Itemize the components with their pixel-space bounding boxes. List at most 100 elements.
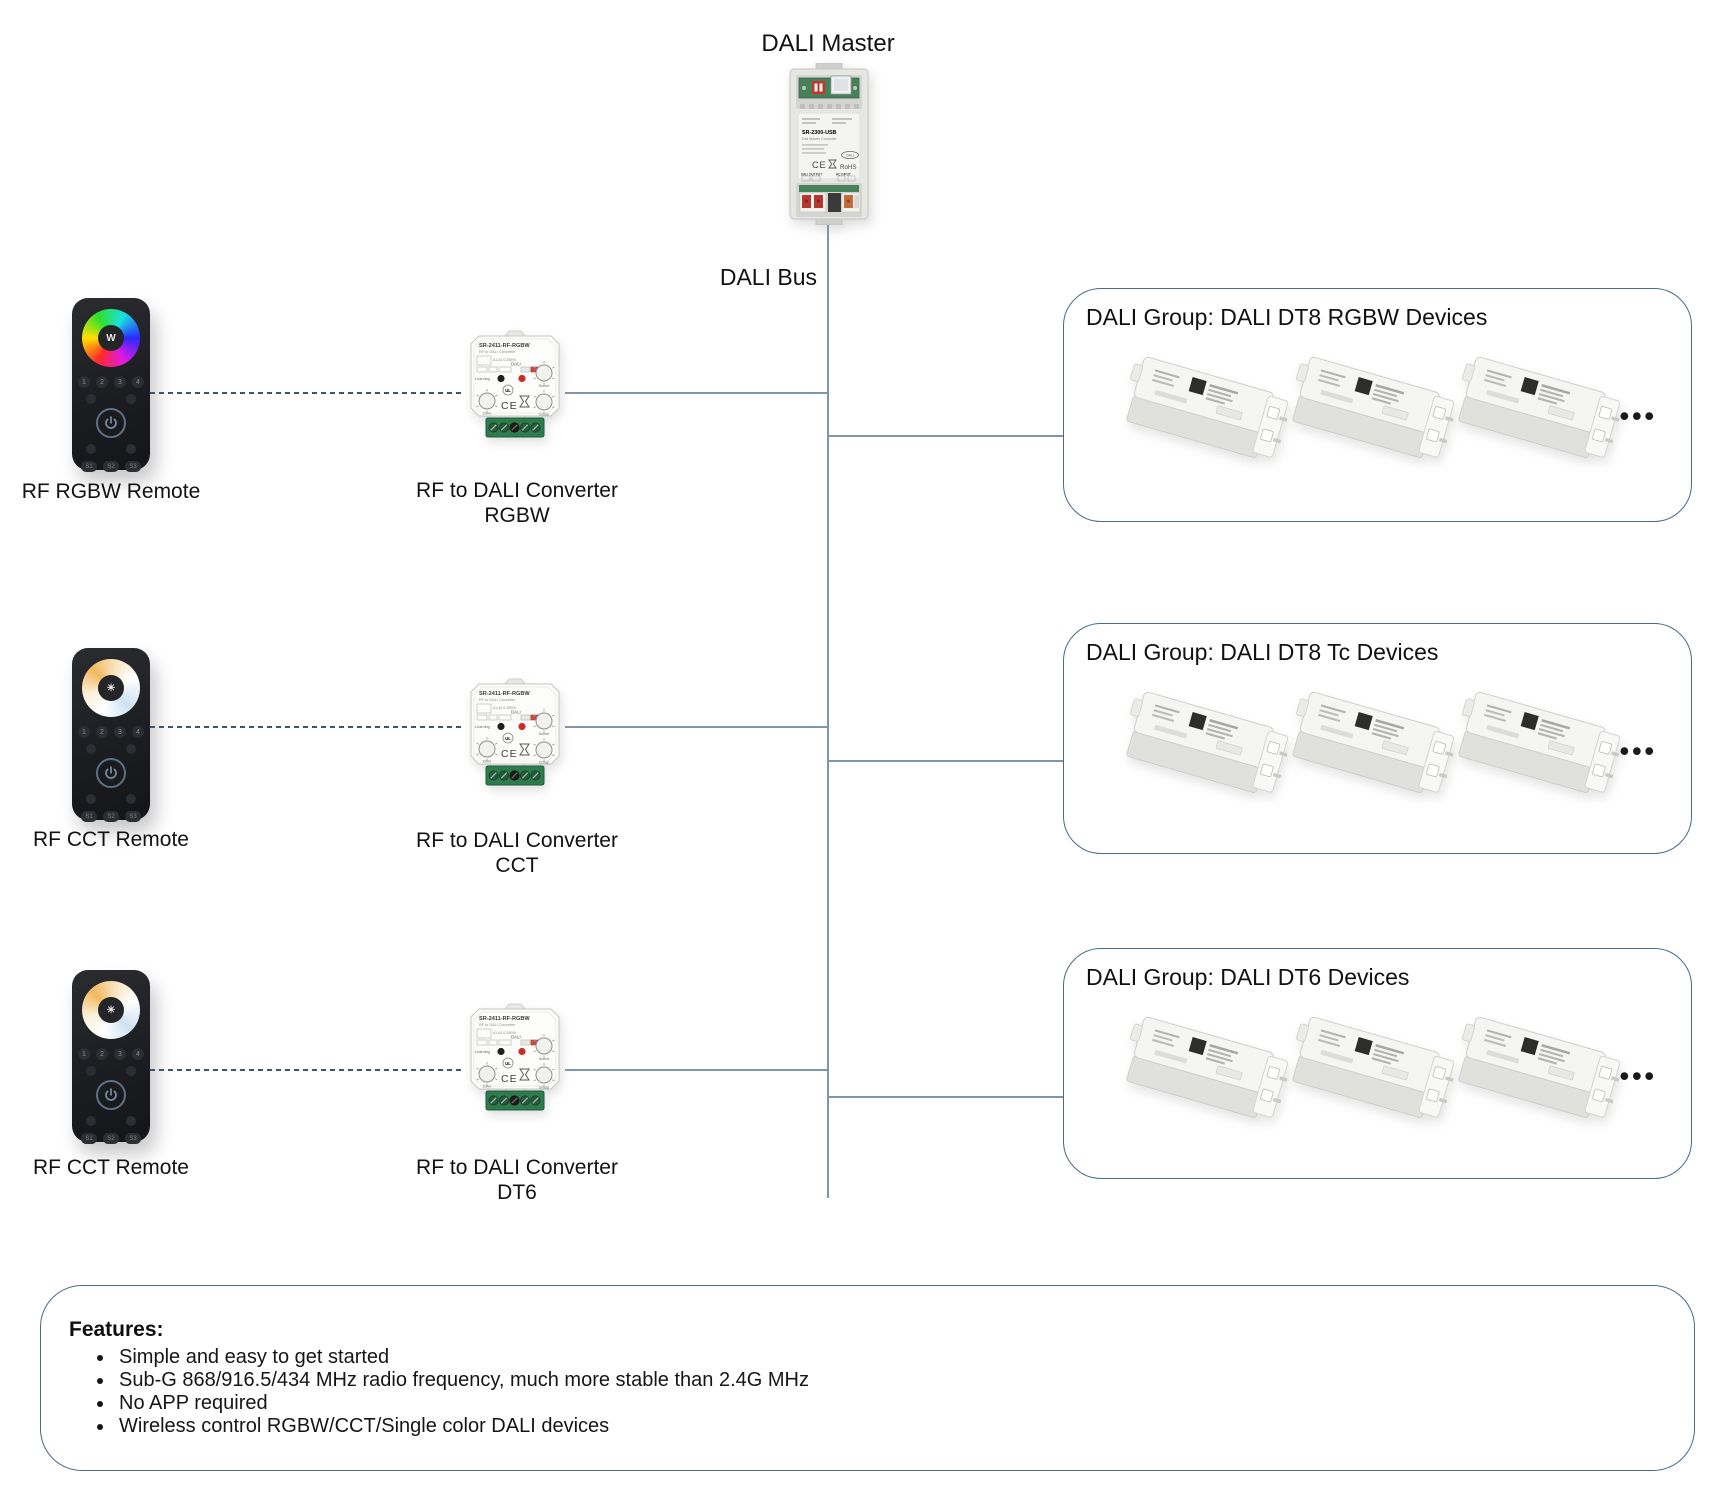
feature-item: Sub-G 868/916.5/434 MHz radio frequency,… xyxy=(115,1369,1694,1392)
branch-bus-group2 xyxy=(829,760,1063,762)
rf-dali-converter-rgbw xyxy=(465,330,565,442)
zone-button-2: 2 xyxy=(96,1048,108,1060)
converter-caption-line1: RF to DALI Converter xyxy=(416,479,618,502)
connector-converter1-bus xyxy=(565,392,827,394)
dali-driver-device xyxy=(1122,349,1288,481)
rf-cct-remote-2: ☀ 1 2 3 4 S1 S2 S3 xyxy=(72,970,150,1144)
group-title-dt8-rgbw: DALI Group: DALI DT8 RGBW Devices xyxy=(1086,304,1488,330)
dali-master-device: SR-2300-USB Dali Master Controller DALI … xyxy=(789,63,869,225)
more-devices-ellipsis: ••• xyxy=(1619,736,1657,766)
converter-cct-caption: RF to DALI Converter CCT xyxy=(367,828,667,878)
cool-button xyxy=(126,794,136,804)
scene-button-s2: S2 xyxy=(103,461,119,472)
dali-master-label: DALI Master xyxy=(761,30,895,57)
feature-item: Wireless control RGBW/CCT/Single color D… xyxy=(115,1415,1694,1438)
branch-bus-group1 xyxy=(829,435,1063,437)
dali-driver-device xyxy=(1454,1009,1620,1141)
white-button xyxy=(126,444,136,454)
master-dali-logo: DALI xyxy=(846,154,854,158)
rf-cct-remote-1-label: RF CCT Remote xyxy=(33,828,189,851)
group-title-dt6: DALI Group: DALI DT6 Devices xyxy=(1086,964,1410,990)
rf-dali-converter-dt6 xyxy=(465,1003,565,1115)
zone-button-4: 4 xyxy=(132,1048,144,1060)
scene-button-s3: S3 xyxy=(125,811,141,822)
zone-button-1: 1 xyxy=(78,726,90,738)
feature-item: No APP required xyxy=(115,1392,1694,1415)
zone-button-1: 1 xyxy=(78,376,90,388)
power-icon xyxy=(105,416,117,429)
power-button xyxy=(96,758,126,788)
scene-button-s3: S3 xyxy=(125,1133,141,1144)
device-row xyxy=(1122,684,1620,816)
zone-button-4: 4 xyxy=(132,376,144,388)
connector-converter2-bus xyxy=(565,726,827,728)
dali-bus-label: DALI Bus xyxy=(719,264,817,290)
dali-driver-device xyxy=(1454,684,1620,816)
dim-down-button xyxy=(86,1066,96,1076)
power-button xyxy=(96,408,126,438)
rf-cct-remote-1: ☀ 1 2 3 4 S1 S2 S3 xyxy=(72,648,150,822)
device-row xyxy=(1122,1009,1620,1141)
scene-button-s2: S2 xyxy=(103,1133,119,1144)
power-button xyxy=(96,1080,126,1110)
zone-button-4: 4 xyxy=(132,726,144,738)
feature-item: Simple and easy to get started xyxy=(115,1346,1694,1369)
rf-rgbw-remote-label: RF RGBW Remote xyxy=(21,480,201,503)
converter-caption-line1: RF to DALI Converter xyxy=(416,829,618,852)
dali-driver-device xyxy=(1454,349,1620,481)
converter-caption-line2: DT6 xyxy=(497,1181,537,1204)
master-ce-mark: CE xyxy=(812,160,826,171)
rf-rgbw-remote: W 1 2 3 4 S1 S2 S3 xyxy=(72,298,150,472)
cct-wheel: ☀ xyxy=(82,659,140,717)
scene-button-s2: S2 xyxy=(103,811,119,822)
master-model-text: SR-2300-USB xyxy=(802,130,837,136)
master-output-label: DALI OUTPUT xyxy=(801,173,822,177)
dim-up-button xyxy=(126,394,136,404)
dali-group-dt8-tc: DALI Group: DALI DT8 Tc Devices ••• xyxy=(1063,623,1692,854)
features-box: Features: Simple and easy to get started… xyxy=(40,1285,1695,1471)
wheel-center-button: ☀ xyxy=(98,675,124,701)
power-icon xyxy=(105,766,117,779)
connector-converter3-bus xyxy=(565,1069,827,1071)
zone-button-3: 3 xyxy=(114,376,126,388)
zone-button-3: 3 xyxy=(114,1048,126,1060)
rf-dali-converter-cct xyxy=(465,678,565,790)
cool-button xyxy=(126,1116,136,1126)
more-devices-ellipsis: ••• xyxy=(1619,401,1657,431)
zone-button-1: 1 xyxy=(78,1048,90,1060)
converter-caption-line2: CCT xyxy=(495,854,539,877)
group-title-dt8-tc: DALI Group: DALI DT8 Tc Devices xyxy=(1086,639,1439,665)
dali-driver-device xyxy=(1288,349,1454,481)
scene-button-s1: S1 xyxy=(81,461,97,472)
branch-bus-group3 xyxy=(829,1096,1063,1098)
color-wheel: W xyxy=(82,309,140,367)
power-icon xyxy=(105,1088,117,1101)
wheel-center-button: W xyxy=(98,325,124,351)
zone-button-2: 2 xyxy=(96,726,108,738)
features-title: Features: xyxy=(69,1318,164,1341)
dali-group-dt6: DALI Group: DALI DT6 Devices ••• xyxy=(1063,948,1692,1179)
converter-dt6-caption: RF to DALI Converter DT6 xyxy=(367,1155,667,1205)
scene-button-s1: S1 xyxy=(81,811,97,822)
features-list: Simple and easy to get started Sub-G 868… xyxy=(69,1346,1694,1438)
connector-remote2-converter2 xyxy=(150,726,465,728)
dali-bus-line xyxy=(827,225,829,1198)
converter-caption-line1: RF to DALI Converter xyxy=(416,1156,618,1179)
master-rohs-mark: RoHS xyxy=(840,164,857,171)
device-row xyxy=(1122,349,1620,481)
master-subtitle-text: Dali Master Controller xyxy=(802,137,838,141)
dali-driver-device xyxy=(1288,1009,1454,1141)
rf-cct-remote-2-label: RF CCT Remote xyxy=(33,1156,189,1179)
scene-button-s3: S3 xyxy=(125,461,141,472)
converter-caption-line2: RGBW xyxy=(484,504,550,527)
scene-button-s1: S1 xyxy=(81,1133,97,1144)
dali-driver-device xyxy=(1288,684,1454,816)
connector-remote1-converter1 xyxy=(150,392,465,394)
dim-up-button xyxy=(126,744,136,754)
connector-remote3-converter3 xyxy=(150,1069,465,1071)
zone-button-3: 3 xyxy=(114,726,126,738)
wheel-center-button: ☀ xyxy=(98,997,124,1023)
mode-button xyxy=(86,444,96,454)
dim-down-button xyxy=(86,394,96,404)
